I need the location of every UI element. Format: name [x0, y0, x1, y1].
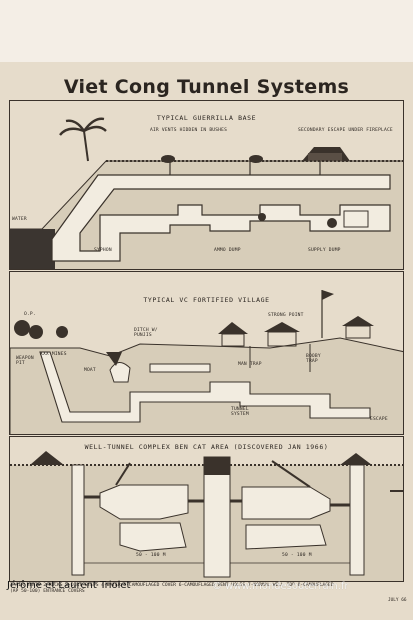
legend-line-2: (AP 50-100) ENTRANCE COVERS [10, 589, 85, 594]
village-hut-icon [218, 322, 248, 334]
section-title-well-tunnel: WELL-TUNNEL COMPLEX BEN CAT AREA (DISCOV… [84, 443, 329, 451]
label-secondary-escape: SECONDARY ESCAPE UNDER FIREPLACE [298, 128, 393, 133]
poster-date: JULY 66 [388, 598, 407, 603]
palm-tree-icon [59, 117, 107, 162]
label-distance-a: 50 - 100 M [136, 553, 166, 558]
section-title-fortified-village: TYPICAL VC FORTIFIED VILLAGE [143, 296, 270, 304]
well-hut-icon [30, 451, 64, 465]
panel-fortified-village: TYPICAL VC FORTIFIED VILLAGE O.P. WEAPON… [9, 271, 404, 435]
poster-title: Viet Cong Tunnel Systems [63, 76, 350, 98]
legend-line-1: 1-AIR VENTS 2-ROCKS 3-DIRT STEPS 4-WATER… [10, 583, 334, 588]
fortified-village-drawing [10, 290, 403, 434]
label-tunnel-system: TUNNEL SYSTEM [231, 407, 249, 418]
label-op: O.P. [24, 312, 36, 317]
ammo-icon [258, 213, 266, 221]
strong-point-icon [264, 322, 300, 332]
label-escape: ESCAPE [370, 417, 388, 422]
label-mines: XXX MINES [40, 352, 67, 357]
legend: 1-AIR VENTS 2-ROCKS 3-DIRT STEPS 4-WATER… [10, 583, 400, 595]
label-weapon-pit: WEAPON PIT [16, 356, 34, 367]
panel-guerrilla-base: TYPICAL GUERRILLA BASE AIR VENTS HIDDEN … [9, 100, 404, 270]
label-syphon: SYPHON [94, 248, 112, 253]
label-strong-point: STRONG POINT [268, 313, 304, 318]
section-title-guerrilla-base: TYPICAL GUERRILLA BASE [156, 114, 257, 122]
well-top-icon [204, 457, 230, 475]
label-water: WATER [12, 217, 27, 222]
watermark: © www.mondesouterrain.fr [212, 581, 349, 592]
panel-well-tunnel-complex: WELL-TUNNEL COMPLEX BEN CAT AREA (DISCOV… [9, 436, 404, 582]
supply-shelf-icon [343, 210, 369, 228]
label-moat: MOAT [84, 368, 96, 373]
label-air-vents: AIR VENTS HIDDEN IN BUSHES [150, 128, 228, 133]
label-ammo-dump: AMMO DUMP [214, 248, 241, 253]
water-area [10, 229, 55, 269]
label-ditch: DITCH W/ PUNJIS [134, 328, 158, 339]
photo-credit: Jérôme et Laurent Triolet [7, 580, 131, 591]
label-supply-dump: SUPPLY DUMP [308, 248, 341, 253]
well-tunnel-drawing [10, 451, 403, 581]
label-booby-trap: BOOBY TRAP [306, 354, 321, 365]
label-distance-b: 50 - 100 M [282, 553, 312, 558]
label-man-trap: MAN TRAP [238, 362, 262, 367]
guerrilla-base-drawing [10, 117, 403, 269]
